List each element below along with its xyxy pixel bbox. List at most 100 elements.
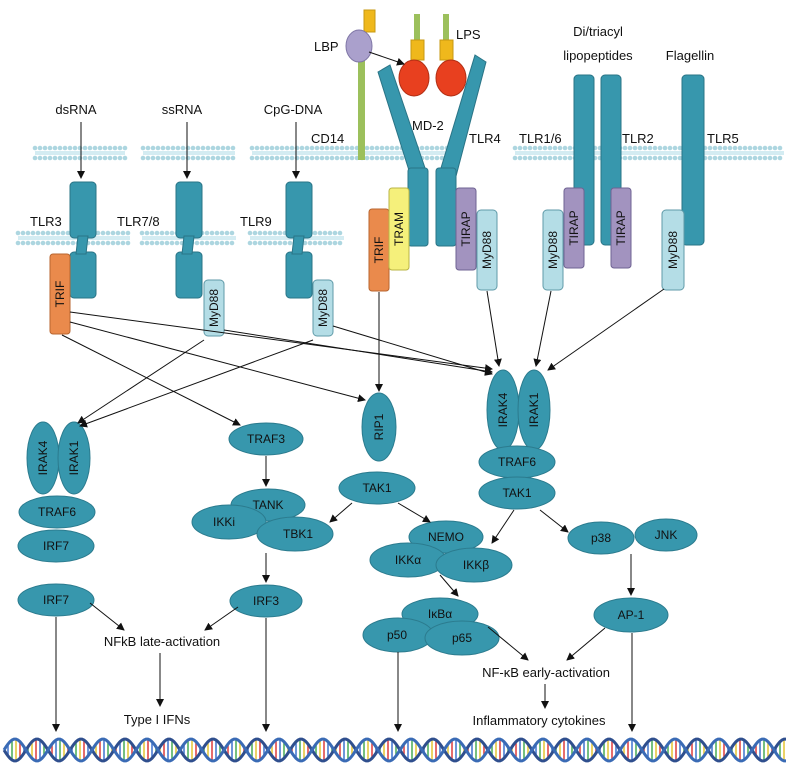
tirap-tlr2-left-label: TIRAP [567, 210, 581, 245]
ikkb-label: IKKβ [463, 558, 489, 572]
label-lipopeptides-2: lipopeptides [563, 48, 633, 63]
labels: dsRNA ssRNA CpG-DNA LBP LPS Di/triacyl l… [30, 24, 739, 229]
tirap-tlr4 [455, 187, 477, 271]
traf3-label: TRAF3 [247, 432, 285, 446]
label-tlr16: TLR1/6 [519, 131, 562, 146]
tirap-tlr2-right-label: TIRAP [614, 210, 628, 245]
p65 [424, 620, 500, 656]
myd88-tlr78-label: MyD88 [207, 289, 221, 327]
left-pathway: IRAK4 IRAK1 TRAF6 IRF7 IRF7 [17, 421, 96, 617]
rip1-pathway: RIP1 TAK1 [338, 392, 416, 505]
arrow-p65-nfkb-early [487, 626, 529, 661]
ikki-label: IKKi [213, 515, 235, 529]
rip1-label: RIP1 [372, 413, 386, 440]
irf7-active-label: IRF7 [43, 593, 69, 607]
label-tlr2: TLR2 [622, 131, 654, 146]
ikkb [435, 547, 513, 583]
arrow-trif3-irak-right [69, 311, 493, 373]
tlr5-receptor [681, 74, 705, 246]
myd88-tlr5 [661, 209, 685, 291]
label-md2: MD-2 [412, 118, 444, 133]
label-flagellin: Flagellin [666, 48, 714, 63]
myd88-tlr9 [312, 279, 334, 337]
lps-recognition-complex [345, 9, 467, 160]
lps-head-1 [410, 39, 425, 61]
tirap-tlr4-label: TIRAP [459, 211, 473, 246]
arrow-trif-traf3 [61, 334, 241, 426]
tram-tlr4 [388, 187, 410, 271]
membrane-segment [32, 145, 128, 161]
tirap-tlr2-right [610, 187, 632, 269]
label-lipopeptides-1: Di/triacyl [573, 24, 623, 39]
traf3 [228, 422, 304, 456]
lbp-stem-left [363, 9, 376, 33]
adaptor-proteins: TRIF MyD88 MyD88 TRIF TRAM TIRAP MyD88 M… [49, 187, 685, 337]
jnk-label: JNK [655, 528, 678, 542]
rip1 [361, 392, 397, 462]
irak1-left-label: IRAK1 [67, 440, 81, 475]
outcomes: NFkB late-activation Type I IFNs NF-κB e… [104, 634, 610, 728]
arrow-tak1-right-p38 [539, 509, 569, 533]
trif-tlr3 [49, 253, 71, 335]
label-cpg: CpG-DNA [264, 102, 323, 117]
arrow-myd88-tlr2-irak [533, 290, 552, 367]
myd88-tlr4 [476, 209, 498, 291]
myd88-tlr2 [542, 209, 564, 291]
p38 [567, 521, 635, 555]
arrow-myd88-tlr4-irak [486, 290, 502, 367]
trif-tlr3-label: TRIF [53, 281, 67, 308]
lps-stem-2 [443, 14, 449, 44]
label-ssrna: ssRNA [162, 102, 203, 117]
lps-stem-1 [414, 14, 420, 44]
irf7-left-label: IRF7 [43, 539, 69, 553]
tlr3-receptor [69, 181, 97, 299]
label-tlr4: TLR4 [469, 131, 501, 146]
jnk [634, 518, 698, 552]
arrow-tak1-nemo [397, 502, 431, 523]
label-tlr78: TLR7/8 [117, 214, 160, 229]
tlr4-receptor [377, 54, 487, 247]
ikba-label: IκBα [428, 607, 452, 621]
tak1-middle [338, 471, 416, 505]
tbk1 [256, 516, 334, 552]
arrow-ap1-nfkb-early [566, 627, 606, 661]
traf6-left-label: TRAF6 [38, 505, 76, 519]
ap1-label: AP-1 [618, 608, 645, 622]
trif-tlr4-label: TRIF [372, 237, 386, 264]
irf7-active [17, 583, 95, 617]
label-cytokines: Inflammatory cytokines [473, 713, 606, 728]
ikka-label: IKKα [395, 553, 421, 567]
cd14-stem [358, 50, 365, 160]
arrow-ikk-ikba [439, 574, 459, 597]
irak1-right-label: IRAK1 [527, 392, 541, 427]
tlr9-receptor [285, 181, 313, 299]
md2-protein-right [435, 59, 467, 97]
irf3 [229, 584, 303, 618]
irak1-left [57, 421, 91, 495]
membrane-segment [512, 145, 784, 161]
membrane-segment [140, 145, 236, 161]
arrow-irf7-nfkb-late [89, 602, 125, 631]
md2-protein-left [398, 59, 430, 97]
arrow-tak1-tbk1 [329, 502, 353, 523]
tirap-tlr2-left [563, 187, 585, 269]
p38-label: p38 [591, 531, 611, 545]
irf7-left [17, 529, 95, 563]
nemo-label: NEMO [428, 530, 464, 544]
myd88-tlr9-label: MyD88 [316, 289, 330, 327]
lbp-protein [345, 29, 373, 63]
middle-pathway: TRAF3 TANK IKKi TBK1 IRF3 [191, 422, 334, 618]
lps-head-2 [439, 39, 454, 61]
irak4-left-label: IRAK4 [36, 440, 50, 475]
label-lbp: LBP [314, 39, 339, 54]
dna-helix [2, 737, 786, 763]
ap1 [593, 597, 669, 633]
label-nfkb-early: NF-κB early-activation [482, 665, 610, 680]
label-tlr3: TLR3 [30, 214, 62, 229]
label-dsrna: dsRNA [55, 102, 97, 117]
irak4-right-label: IRAK4 [496, 392, 510, 427]
tak1-right [478, 476, 556, 510]
tak1-right-label: TAK1 [502, 486, 531, 500]
right-pathway: IRAK4 IRAK1 TRAF6 TAK1 NEMO IKKα IKKβ p3… [362, 369, 698, 656]
arrow-lbp-md2 [368, 51, 405, 66]
